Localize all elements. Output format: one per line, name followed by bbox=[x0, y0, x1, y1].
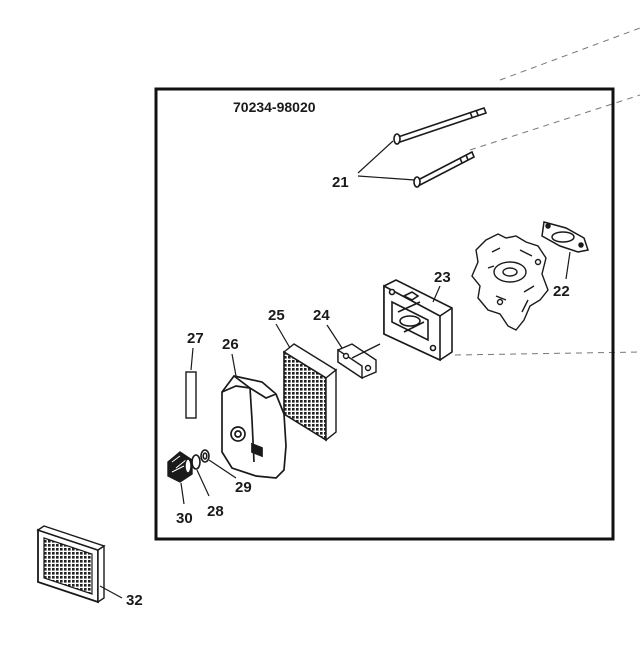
leader-24 bbox=[326, 324, 343, 349]
part-number: 70234-98020 bbox=[233, 99, 316, 115]
leader-28 bbox=[196, 469, 210, 497]
leader-25 bbox=[275, 323, 291, 349]
part-21-leaders bbox=[357, 140, 416, 181]
part-25-filter-element bbox=[282, 343, 338, 442]
part-21-bolts bbox=[393, 107, 488, 188]
carburetor-outline bbox=[471, 233, 549, 331]
label-23: 23 bbox=[434, 269, 451, 286]
label-29: 29 bbox=[235, 479, 252, 496]
leader-23 bbox=[432, 285, 441, 303]
label-26: 26 bbox=[222, 336, 239, 353]
leader-26 bbox=[231, 353, 237, 377]
label-22: 22 bbox=[553, 283, 570, 300]
leader-27 bbox=[190, 347, 194, 371]
part-29-o-ring bbox=[200, 449, 210, 463]
label-27: 27 bbox=[187, 330, 204, 347]
part-30-knob bbox=[167, 451, 193, 483]
label-30: 30 bbox=[176, 510, 193, 527]
leader-22 bbox=[565, 251, 571, 280]
part-22-gasket bbox=[541, 221, 589, 253]
label-24: 24 bbox=[313, 307, 330, 324]
label-28: 28 bbox=[207, 503, 224, 520]
leader-29 bbox=[208, 459, 237, 479]
assembly-frame bbox=[154, 87, 615, 541]
part-32-spare-filter bbox=[36, 525, 106, 604]
part-28-washer bbox=[191, 454, 201, 470]
leader-30 bbox=[180, 482, 185, 505]
label-21: 21 bbox=[332, 174, 349, 191]
leader-32 bbox=[99, 585, 123, 599]
part-26-air-cleaner-cover bbox=[221, 375, 287, 479]
part-24-bracket bbox=[337, 343, 381, 380]
label-25: 25 bbox=[268, 307, 285, 324]
label-32: 32 bbox=[126, 592, 143, 609]
part-27-label-strip bbox=[185, 371, 197, 419]
part-23-base-plate bbox=[383, 279, 453, 362]
